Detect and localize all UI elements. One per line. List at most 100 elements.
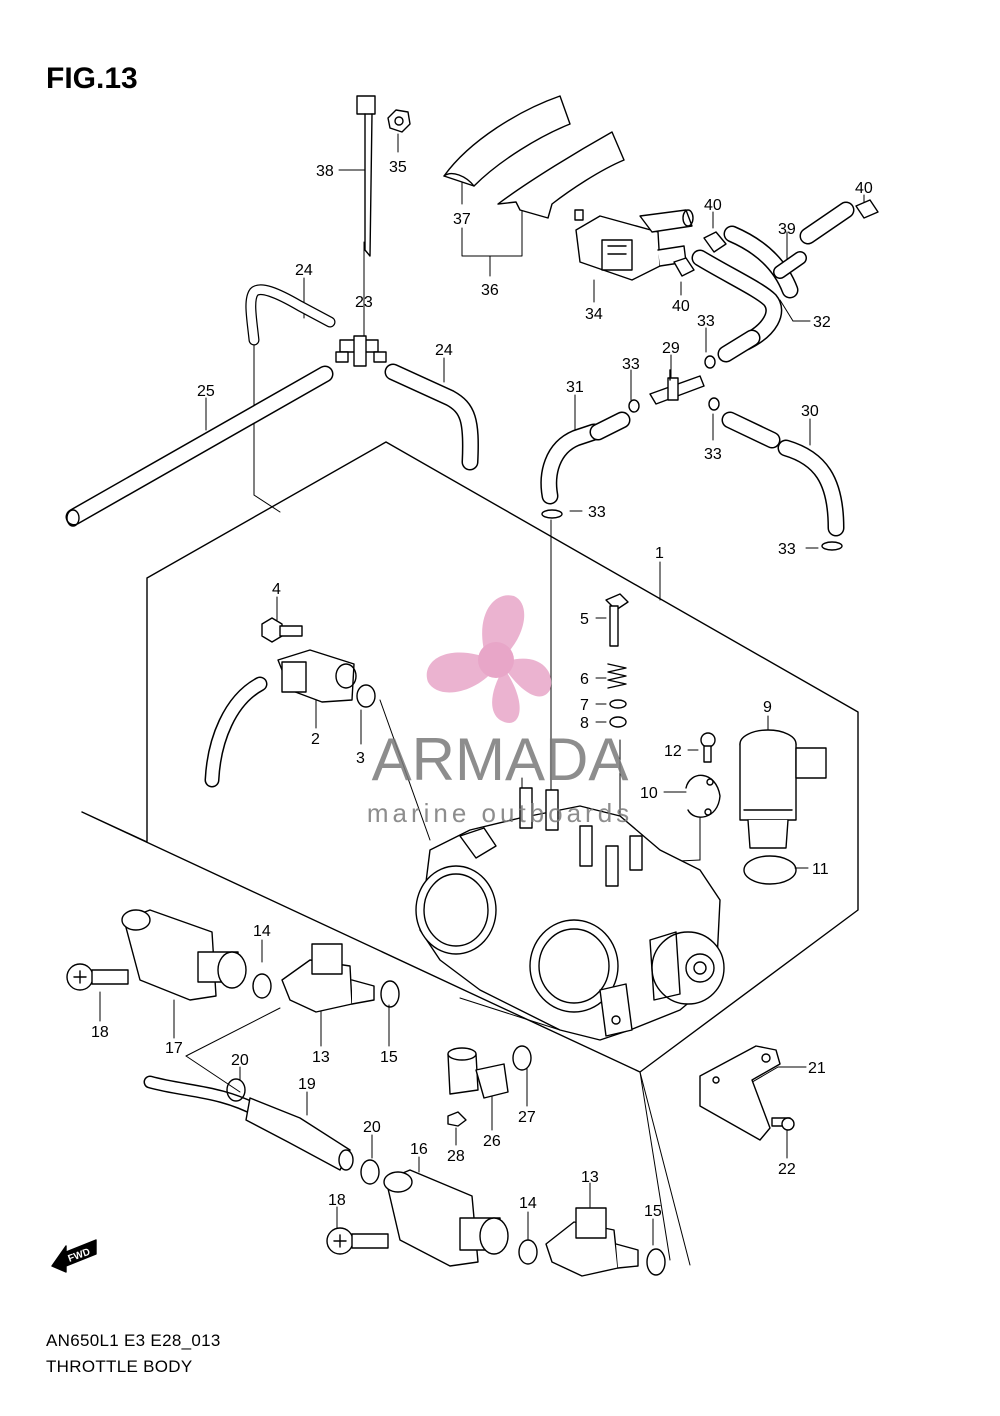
bracket-21 bbox=[699, 1045, 781, 1141]
model-code: AN650L1 E3 E28_013 bbox=[46, 1331, 221, 1350]
callout-34: 34 bbox=[585, 306, 603, 323]
injector-13-lower bbox=[545, 1207, 639, 1277]
callout-18-lower: 18 bbox=[328, 1192, 346, 1209]
callout-40-c: 40 bbox=[855, 180, 873, 197]
vacuum-hose-32 bbox=[691, 225, 799, 351]
throttle-body-1 bbox=[415, 787, 725, 1041]
o-ring-8 bbox=[609, 716, 627, 728]
t-joint-23 bbox=[335, 241, 387, 367]
callout-11: 11 bbox=[812, 861, 829, 878]
fwd-label: FWD bbox=[67, 1247, 92, 1265]
callout-12: 12 bbox=[664, 743, 682, 760]
callout-29: 29 bbox=[662, 340, 680, 357]
callout-10: 10 bbox=[640, 785, 658, 802]
callout-33-d: 33 bbox=[588, 504, 606, 521]
callout-23: 23 bbox=[355, 294, 373, 311]
clamp-40-top bbox=[703, 231, 727, 253]
o-ring-14-lower bbox=[518, 1239, 538, 1265]
o-ring-15-lower bbox=[646, 1248, 666, 1276]
callout-33-c: 33 bbox=[704, 446, 722, 463]
o-ring-20-a bbox=[226, 1078, 246, 1102]
o-ring-14-upper bbox=[252, 973, 272, 999]
screw-4 bbox=[261, 617, 303, 643]
washer-7 bbox=[609, 699, 627, 709]
o-ring-27 bbox=[512, 1045, 532, 1071]
o-ring-3 bbox=[356, 684, 376, 708]
callout-22: 22 bbox=[778, 1161, 796, 1178]
callout-5: 5 bbox=[580, 611, 589, 628]
callout-13-upper: 13 bbox=[312, 1049, 330, 1066]
callout-19: 19 bbox=[298, 1076, 316, 1093]
callout-26: 26 bbox=[483, 1133, 501, 1150]
callout-39: 39 bbox=[778, 221, 796, 238]
callout-24-right: 24 bbox=[435, 342, 453, 359]
clamps-33 bbox=[541, 355, 843, 551]
callout-37: 37 bbox=[453, 211, 471, 228]
clamp-40-bottom bbox=[673, 257, 695, 277]
spring-6 bbox=[607, 663, 627, 689]
callout-28: 28 bbox=[447, 1148, 465, 1165]
o-ring-15-upper bbox=[380, 980, 400, 1008]
o-ring-11 bbox=[743, 855, 797, 885]
callout-6: 6 bbox=[580, 671, 589, 688]
vacuum-hose-24-right bbox=[384, 363, 479, 471]
callout-7: 7 bbox=[580, 697, 589, 714]
screw-18-upper bbox=[66, 963, 129, 991]
callout-4: 4 bbox=[272, 581, 281, 598]
delivery-pipe-16 bbox=[383, 1169, 509, 1267]
callout-2: 2 bbox=[311, 731, 320, 748]
figure-title: FIG.13 bbox=[46, 62, 138, 95]
hose-31 bbox=[540, 411, 631, 505]
watermark-brand: ARMADA bbox=[372, 726, 629, 793]
hose-39 bbox=[773, 201, 855, 279]
callout-32: 32 bbox=[813, 314, 831, 331]
callout-18-upper: 18 bbox=[91, 1024, 109, 1041]
screw-12 bbox=[700, 732, 716, 763]
screw-18-lower bbox=[326, 1227, 389, 1255]
callout-33-a: 33 bbox=[697, 313, 715, 330]
callout-17: 17 bbox=[165, 1040, 183, 1057]
fwd-arrow-icon: FWD bbox=[51, 1239, 97, 1273]
callout-8: 8 bbox=[580, 715, 589, 732]
callout-13-lower: 13 bbox=[581, 1169, 599, 1186]
callout-40-a: 40 bbox=[704, 197, 722, 214]
figure-name: THROTTLE BODY bbox=[46, 1357, 193, 1376]
callout-33-e: 33 bbox=[778, 541, 796, 558]
callout-27: 27 bbox=[518, 1109, 536, 1126]
assembly-frame bbox=[81, 441, 859, 1073]
callout-15-upper: 15 bbox=[380, 1049, 398, 1066]
nut-35 bbox=[387, 109, 411, 133]
map-sensor-2 bbox=[204, 649, 357, 788]
callout-1: 1 bbox=[655, 545, 664, 562]
fuel-hose-19 bbox=[143, 1075, 354, 1171]
callout-3: 3 bbox=[356, 750, 365, 767]
callout-16: 16 bbox=[410, 1141, 428, 1158]
fitting-26 bbox=[447, 1047, 509, 1099]
callout-9: 9 bbox=[763, 699, 772, 716]
bracket-10 bbox=[685, 774, 721, 818]
callout-25: 25 bbox=[197, 383, 215, 400]
callout-33-b: 33 bbox=[622, 356, 640, 373]
delivery-pipe-17 bbox=[121, 909, 247, 1001]
callout-14-lower: 14 bbox=[519, 1195, 537, 1212]
t-joint-29 bbox=[649, 369, 705, 405]
callout-20-b: 20 bbox=[363, 1119, 381, 1136]
callout-40-b: 40 bbox=[672, 298, 690, 315]
callout-35: 35 bbox=[389, 159, 407, 176]
hose-30 bbox=[721, 411, 845, 537]
watermark-tagline: marine outboards bbox=[367, 798, 633, 828]
callout-21: 21 bbox=[808, 1060, 826, 1077]
callout-36: 36 bbox=[481, 282, 499, 299]
screw-28 bbox=[447, 1111, 467, 1127]
solenoid-valve-34 bbox=[575, 209, 694, 281]
vacuum-hose-24-left bbox=[245, 284, 336, 346]
adjust-screw-5 bbox=[605, 593, 629, 647]
breather-hose-25 bbox=[65, 365, 334, 527]
callout-20-a: 20 bbox=[231, 1052, 249, 1069]
o-ring-20-b bbox=[360, 1159, 380, 1185]
speed-sensor-9 bbox=[739, 729, 827, 849]
injector-13-upper bbox=[281, 943, 375, 1013]
callout-38: 38 bbox=[316, 163, 334, 180]
clamp-40-right bbox=[855, 199, 879, 219]
